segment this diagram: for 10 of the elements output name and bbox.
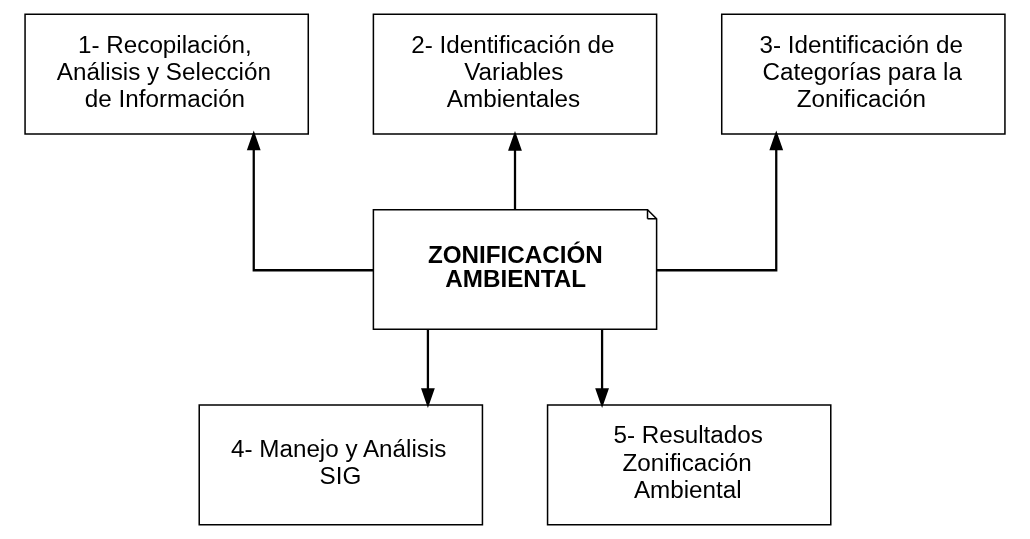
node-box: 5- Resultados Zonificación Ambiental [546, 404, 832, 526]
arrow [656, 130, 784, 272]
node-box: 1- Recopilación, Análisis y Selección de Información [24, 13, 310, 135]
arrow [508, 130, 522, 210]
node-box: 4- Manejo y Análisis SIG [198, 404, 484, 526]
arrow [246, 130, 374, 272]
node-box: 2- Identificación de Variables Ambientales [372, 13, 658, 135]
arrow [595, 329, 609, 408]
arrow [421, 329, 435, 408]
node-box: 3- Identificación de Categorías para la Zonificación [720, 13, 1006, 135]
